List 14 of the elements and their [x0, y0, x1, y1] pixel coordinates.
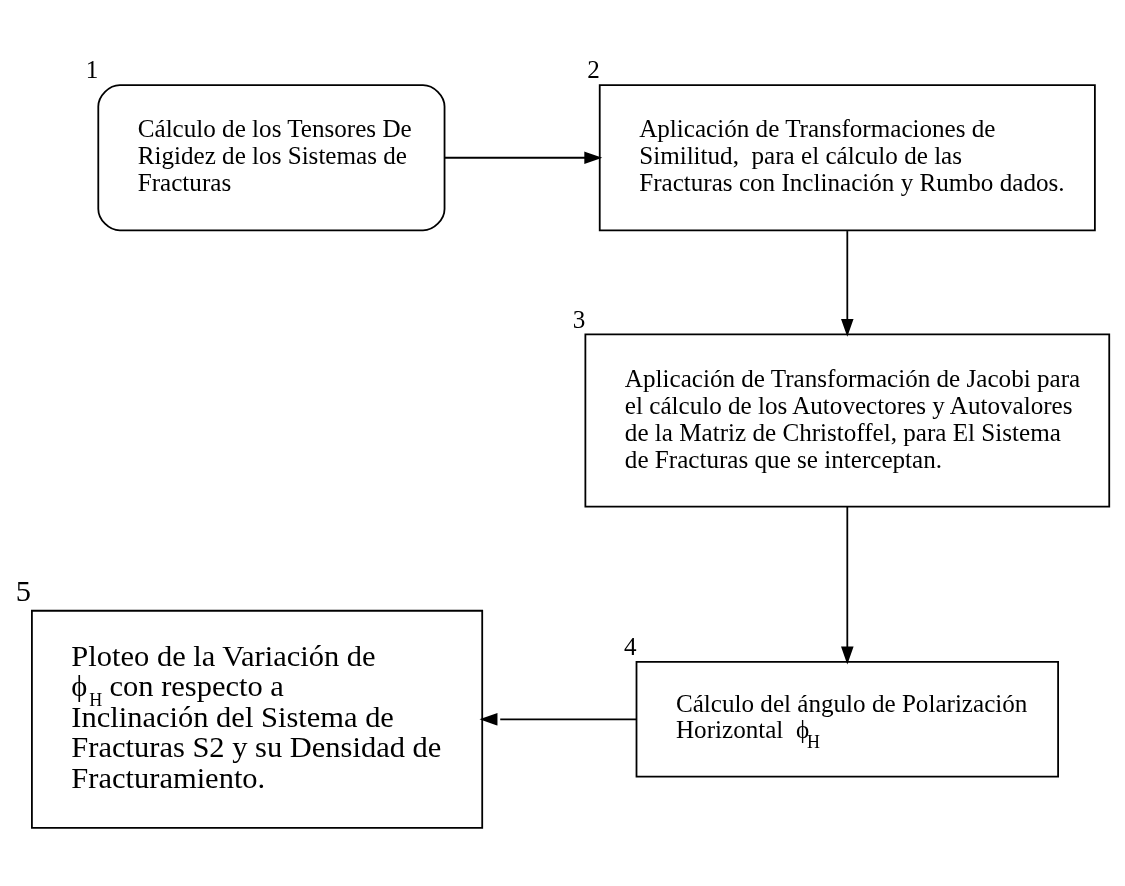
arrow: [841, 506, 854, 665]
node-box: Ploteo de la Variación de ϕ$_{H}$ con respecto a Inclinación del Sistema de Fracturas S2 y su Densidad de Fracturamiento.: [31, 609, 484, 829]
arrow: [479, 713, 638, 726]
node-label: 2: [587, 56, 600, 84]
node-label: 4: [623, 633, 637, 661]
node-box: Aplicación de Transformación de Jacobi para el cálculo de los Autovectores y Autovalores de la Matriz de Christoffel, para El Sistema de Fracturas que se interceptan.: [584, 333, 1111, 508]
node-box: Aplicación de Transformaciones de Similitud, para el cálculo de las Fracturas con Inclinación y Rumbo dados.: [598, 84, 1096, 232]
node-box: Cálculo de los Tensores De Rigidez de los Sistemas de Fracturas: [97, 84, 446, 232]
arrow: [841, 230, 854, 337]
arrow: [443, 151, 603, 165]
node-box: Cálculo del ángulo de Polarización Horizontal ϕ$_{H}$: [635, 660, 1059, 778]
node-label: 1: [85, 56, 99, 84]
node-label: 5: [15, 574, 32, 609]
node-label: 3: [572, 305, 586, 333]
